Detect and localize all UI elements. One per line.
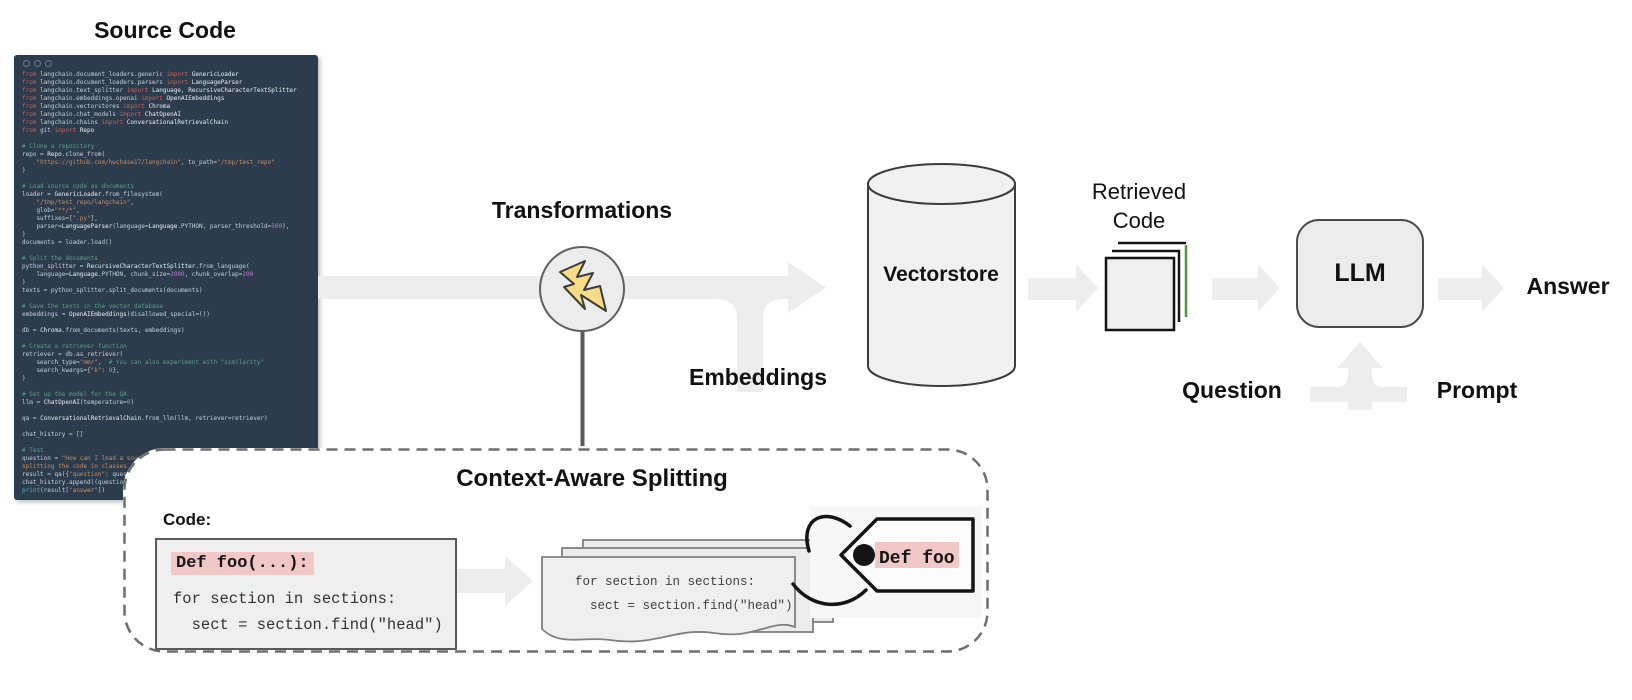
doc-middle-edge (1112, 249, 1181, 322)
llm-box (1296, 219, 1424, 328)
tag-icon: Def foo (791, 506, 982, 618)
tag-string-top (805, 514, 852, 553)
page-code-line-2: sect = section.find("head") (590, 599, 793, 613)
window-dot-icon (23, 60, 30, 67)
flow-arrow-vectorstore-to-docs (1028, 264, 1098, 312)
page-code-line-1: for section in sections: (575, 575, 755, 589)
flow-arrow-llm-to-answer (1438, 264, 1504, 312)
flow-branch-embeddings (716, 299, 784, 392)
flow-arrow-codebox-to-pages (455, 556, 533, 606)
tag-string-bottom (791, 582, 868, 606)
cylinder-top (867, 163, 1016, 205)
code-editor-window: from langchain.document_loaders.generic … (14, 55, 318, 500)
page-front (541, 556, 796, 643)
flow-merge-question-prompt-to-llm (1310, 342, 1407, 410)
editor-code: from langchain.document_loaders.generic … (22, 71, 297, 494)
cylinder-body (867, 183, 1016, 387)
doc-front (1104, 256, 1176, 332)
window-dot-icon (45, 60, 52, 67)
flow-arrow-docs-to-llm (1212, 264, 1280, 312)
window-controls-icon (23, 60, 52, 67)
tag-label: Def foo (879, 549, 955, 569)
tag-label-highlight (875, 542, 959, 568)
tag-hole (853, 544, 875, 566)
database-cylinder-icon (867, 163, 1016, 387)
window-dot-icon (34, 60, 41, 67)
lightning-bolt-icon (559, 260, 607, 312)
chunk-pages-icon: for section in sections: sect = section.… (541, 539, 834, 643)
document-stack-icon (1104, 241, 1188, 332)
context-aware-splitting-border (123, 448, 989, 653)
